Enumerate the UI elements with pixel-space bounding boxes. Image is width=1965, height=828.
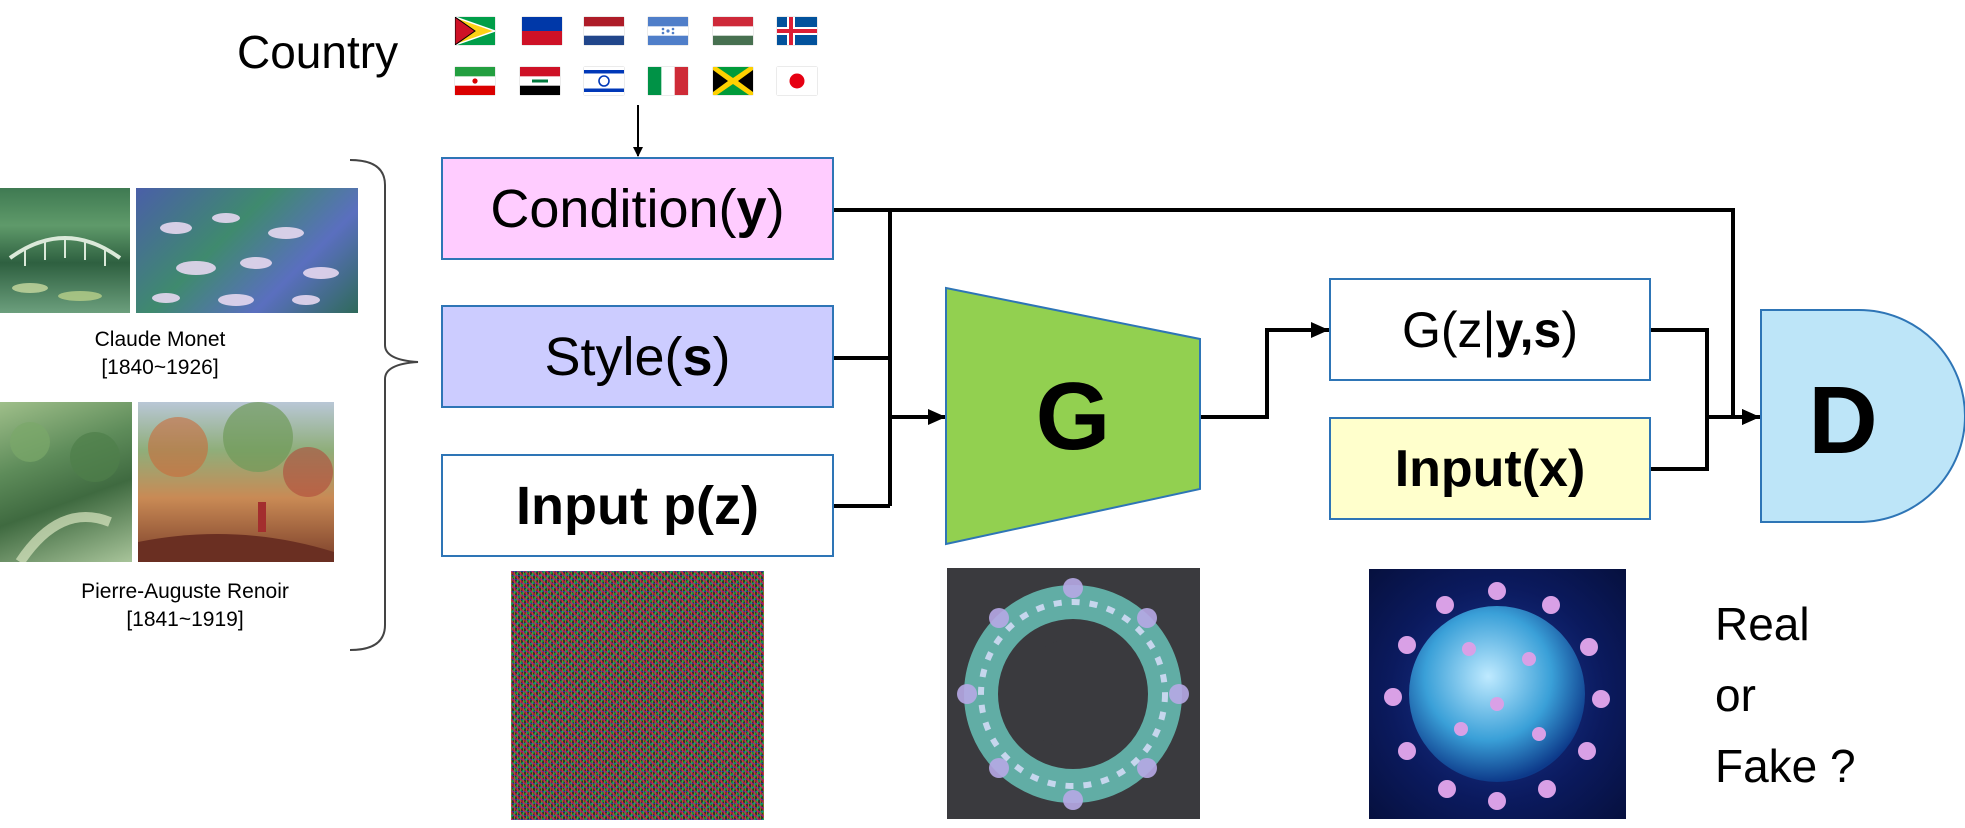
guyana-flag xyxy=(455,17,495,45)
painter-name: Claude Monet xyxy=(94,328,226,351)
real-input-label: Input(x) xyxy=(1394,439,1586,498)
jamaica-flag xyxy=(713,67,753,95)
condition-suffix: ) xyxy=(766,178,785,239)
renoir-forest-painting xyxy=(0,402,132,565)
real-virus-image xyxy=(1369,569,1626,819)
israel-flag xyxy=(584,67,624,95)
hungary-flag xyxy=(713,17,753,45)
generator-label: G xyxy=(1036,363,1111,470)
honduras-flag xyxy=(648,17,688,45)
painter-caption-monet: Claude Monet [1840~1926] xyxy=(50,326,270,382)
iran-flag xyxy=(455,67,495,95)
country-title: Country xyxy=(237,26,399,78)
japan-flag xyxy=(777,67,817,95)
painter-name: Pierre-Auguste Renoir xyxy=(81,580,289,603)
generated-prefix: G(z| xyxy=(1402,301,1496,358)
question-line-2: or xyxy=(1715,669,1756,721)
iraq-flag xyxy=(520,67,560,95)
iceland-flag xyxy=(777,17,817,45)
monet-waterlilies-painting xyxy=(136,188,358,313)
noise-input-box: Input p(z) xyxy=(441,454,834,557)
condition-box: Condition(y) xyxy=(441,157,834,260)
condition-prefix: Condition( xyxy=(490,178,737,239)
monet-bridge-painting xyxy=(0,188,130,313)
painter-years: [1840~1926] xyxy=(101,356,219,379)
discriminator-block: D xyxy=(1760,309,1965,523)
renoir-landscape-painting xyxy=(138,402,334,562)
discriminator-label: D xyxy=(1808,367,1877,474)
generated-var: y,s xyxy=(1495,301,1562,358)
painter-years: [1841~1919] xyxy=(126,608,244,631)
real-or-fake-question: Real or Fake ? xyxy=(1715,589,1856,802)
generated-virus-image xyxy=(947,568,1200,819)
noise-image xyxy=(511,571,764,820)
question-line-3: Fake ? xyxy=(1715,740,1856,792)
generated-output-box: G(z|y,s) xyxy=(1329,278,1651,381)
style-var: s xyxy=(682,326,713,387)
condition-var: y xyxy=(736,178,767,239)
netherlands-flag xyxy=(584,17,624,45)
question-line-1: Real xyxy=(1715,598,1810,650)
italy-flag xyxy=(648,67,688,95)
style-suffix: ) xyxy=(712,326,731,387)
style-box: Style(s) xyxy=(441,305,834,408)
generated-suffix: ) xyxy=(1561,301,1578,358)
painter-brace xyxy=(349,159,419,651)
real-input-box: Input(x) xyxy=(1329,417,1651,520)
generator-block: G xyxy=(945,286,1201,546)
painter-caption-renoir: Pierre-Auguste Renoir [1841~1919] xyxy=(35,578,335,634)
g-to-output-arrow xyxy=(1200,322,1329,419)
philippines-flag xyxy=(522,17,562,45)
style-prefix: Style( xyxy=(544,326,683,387)
noise-input-label: Input p(z) xyxy=(516,475,759,536)
